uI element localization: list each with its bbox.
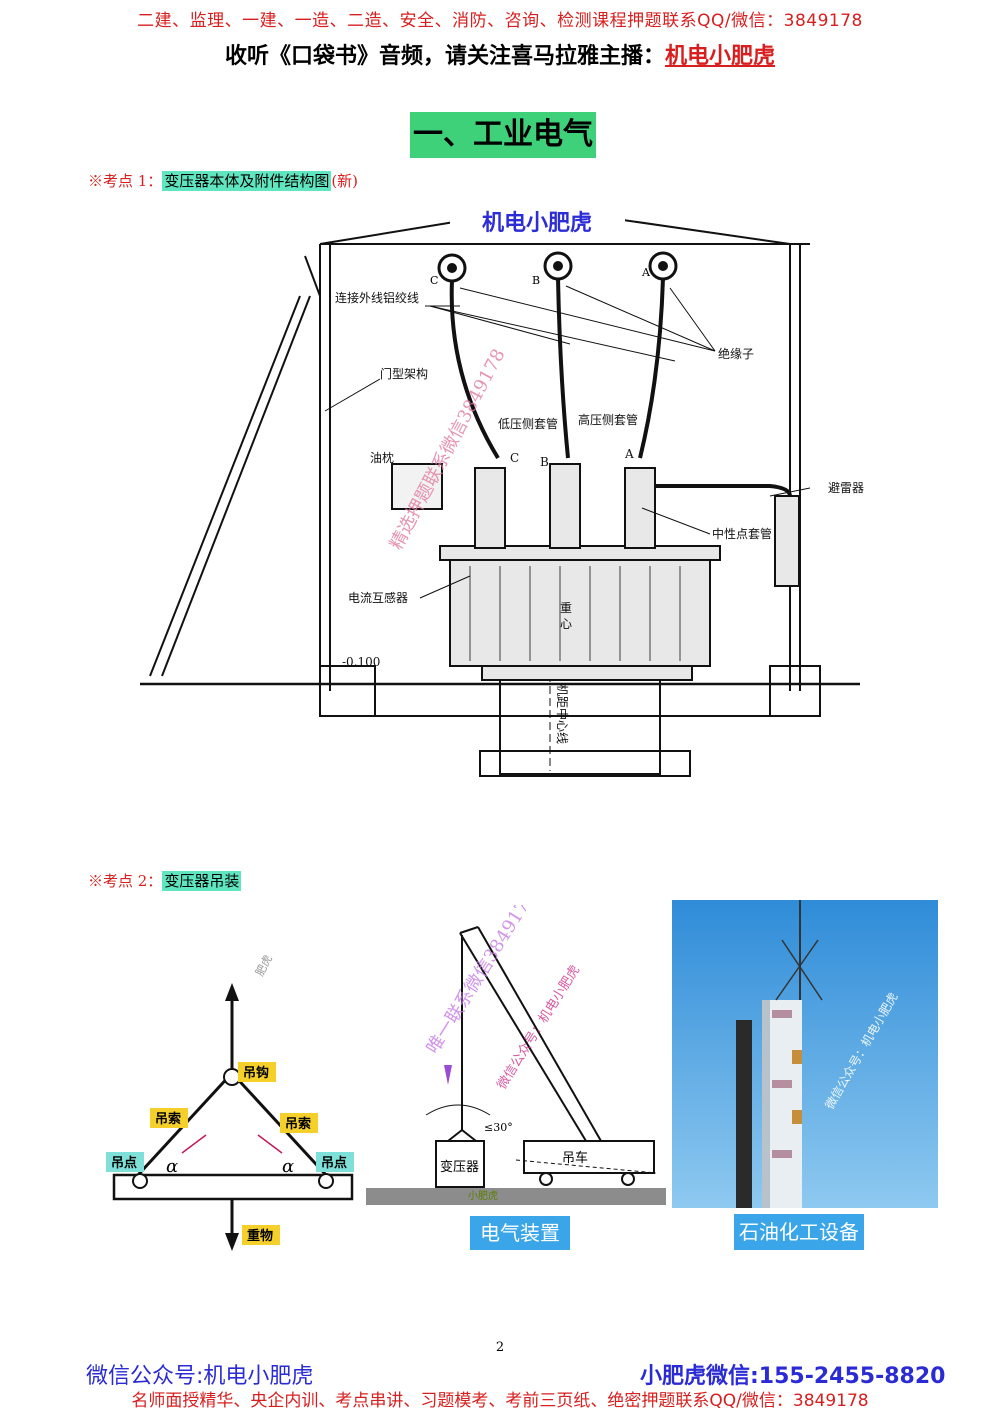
label-gravity-1: 重 [560, 601, 572, 615]
label-ground-mark: 小肥虎 [468, 1190, 498, 1202]
label-frame: 门型架构 [380, 366, 428, 381]
point2-prefix: ※考点 2： [88, 872, 163, 890]
phase-b-bushing: B [540, 455, 549, 469]
phase-b-top: B [532, 274, 540, 287]
label-ct: 电流互感器 [348, 590, 408, 605]
phase-c-top: C [430, 274, 438, 287]
label-conservator: 油枕 [370, 450, 394, 465]
label-neutral: 中性点套管 [712, 526, 772, 541]
label-angle: ≤30° [484, 1121, 513, 1134]
label-point-left: 吊点 [111, 1155, 137, 1171]
transformer-structure-diagram: 机电小肥虎 C B A [140, 202, 864, 777]
phase-a-top: A [641, 266, 651, 279]
caption-electrical: 电气装置 [470, 1216, 570, 1250]
audio-notice-text: 收听《口袋书》音频，请关注喜马拉雅主播： [224, 43, 665, 69]
alpha-right: α [282, 1156, 294, 1177]
label-wire: 连接外线铝绞线 [335, 290, 419, 305]
crane-lift-diagram: 变压器 吊车 ≤30° 小肥虎 唯一联系微信3849178 微信公众号：机电小肥… [366, 905, 666, 1205]
phase-a-bushing: A [624, 447, 634, 461]
footer-wechat-phone: 小肥虎微信:155-2455-8820 [640, 1364, 946, 1389]
label-gravity-2: 心 [560, 617, 572, 631]
label-hv-bushing: 高压侧套管 [578, 412, 638, 427]
label-lv-bushing: 低压侧套管 [498, 416, 558, 431]
label-crane: 吊车 [562, 1150, 588, 1166]
label-insulator: 绝缘子 [718, 346, 754, 361]
point1-prefix: ※考点 1： [88, 172, 163, 190]
fig1-banner: 机电小肥虎 [482, 210, 592, 236]
label-hook: 吊钩 [243, 1065, 269, 1081]
label-point-right: 吊点 [321, 1155, 347, 1171]
point1-suffix: (新) [331, 172, 359, 190]
label-sling-right: 吊索 [285, 1116, 311, 1132]
footer-promo: 名师面授精华、央企内训、考点串讲、习题模考、考前三页纸、绝密押题联系QQ/微信：… [131, 1391, 869, 1411]
petrochemical-photo: 微信公众号：机电小肥虎 [672, 900, 938, 1208]
point1-tag: 变压器本体及附件结构图 [162, 171, 332, 191]
point2-heading: ※考点 2：变压器吊装 [88, 870, 242, 891]
phase-c-bushing: C [510, 451, 519, 465]
label-centerline: 机距中心线 [555, 684, 570, 744]
promo-header: 二建、监理、一建、一造、二造、安全、消防、咨询、检测课程押题联系QQ/微信：38… [137, 11, 863, 31]
footer-wechat-account: 微信公众号:机电小肥虎 [86, 1364, 314, 1389]
section-title: 一、工业电气 [410, 112, 596, 158]
alpha-left: α [166, 1156, 178, 1177]
point1-heading: ※考点 1：变压器本体及附件结构图(新) [88, 170, 358, 191]
caption-petrochemical: 石油化工设备 [734, 1214, 864, 1250]
point2-tag: 变压器吊装 [162, 871, 242, 891]
label-weight: 重物 [247, 1228, 273, 1244]
label-level: -0.100 [342, 655, 380, 669]
page-number: 2 [495, 1340, 505, 1355]
label-sling-left: 吊索 [155, 1111, 181, 1127]
label-arrester: 避雷器 [828, 481, 864, 495]
sling-force-diagram: 吊钩 吊索 吊索 吊点 吊点 重物 α α 肥虎 [86, 905, 366, 1260]
host-link[interactable]: 机电小肥虎 [665, 43, 776, 69]
label-transformer: 变压器 [440, 1159, 479, 1175]
audio-notice: 收听《口袋书》音频，请关注喜马拉雅主播：机电小肥虎 [0, 38, 1000, 70]
